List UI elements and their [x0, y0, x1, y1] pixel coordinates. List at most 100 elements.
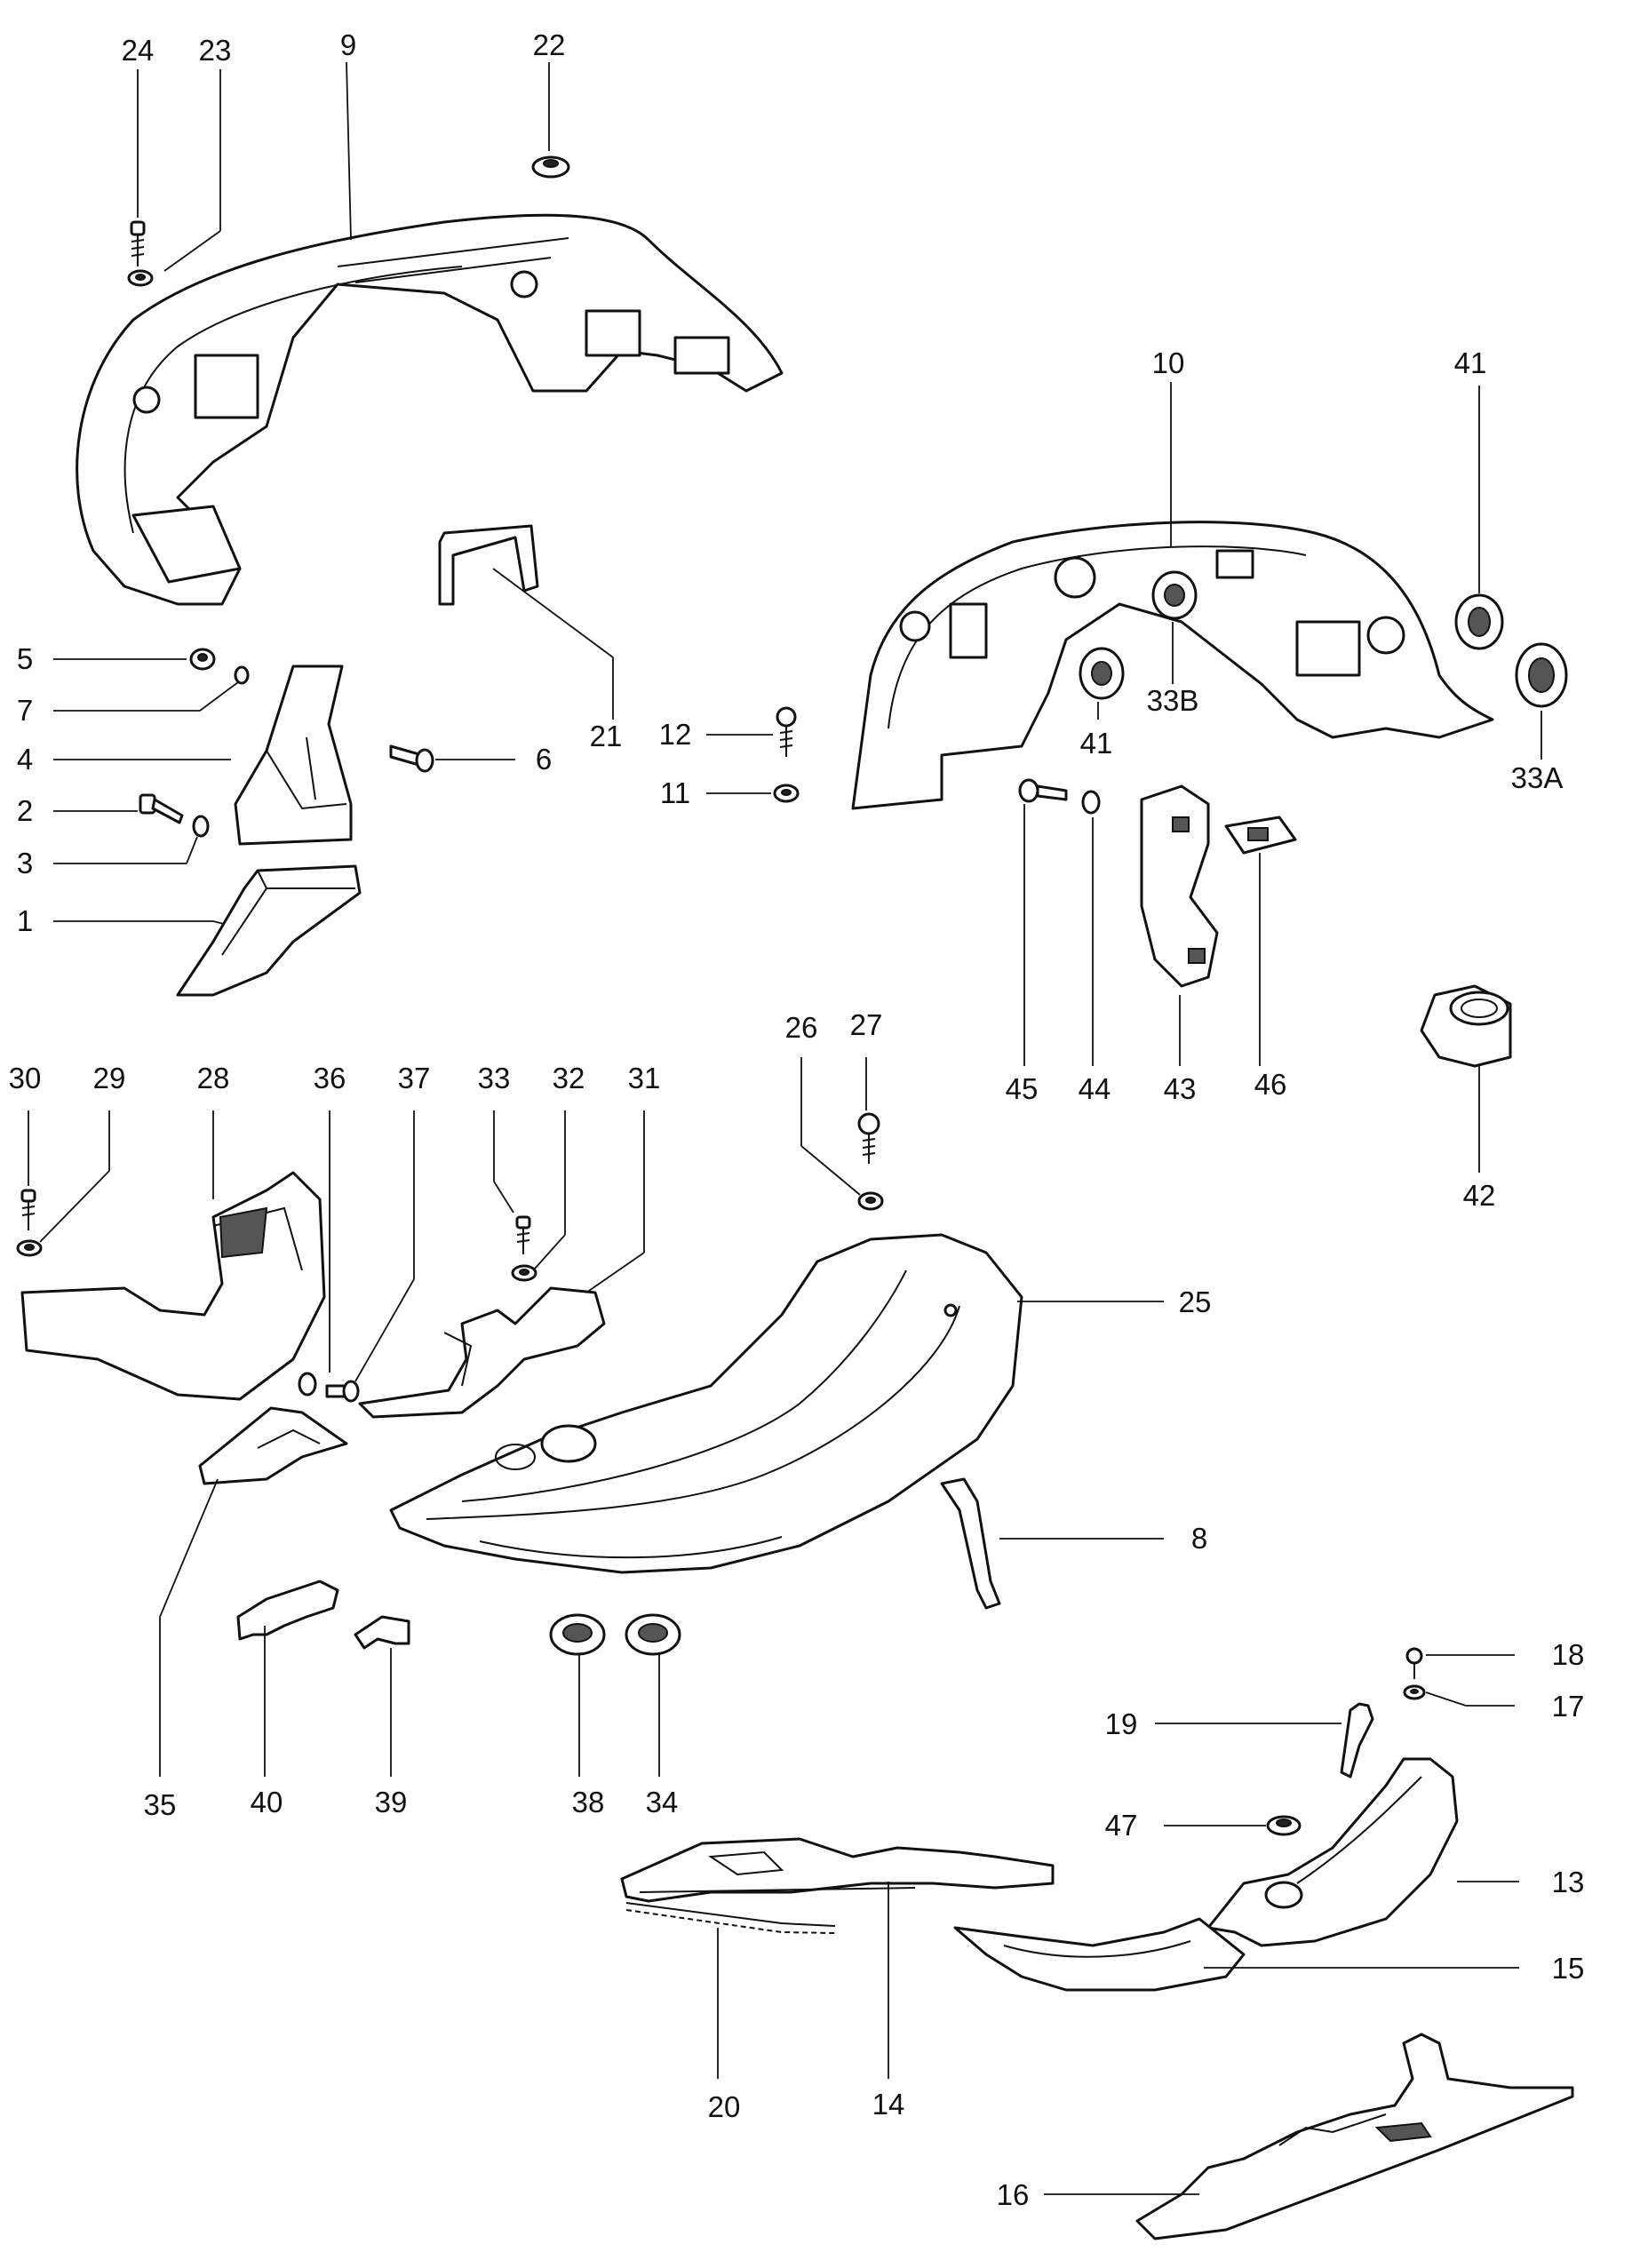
part-18-screw [1405, 1647, 1423, 1679]
callout-19: 19 [1105, 1707, 1138, 1740]
part-15-deflector [953, 1917, 1246, 1992]
part-21-hose [438, 524, 539, 606]
part-24-screw [130, 220, 146, 267]
part-22-grommet [531, 155, 570, 179]
part-23-washer [127, 269, 154, 287]
part-19-seal-strip [1340, 1702, 1374, 1779]
callout-7: 7 [17, 694, 33, 727]
callout-14: 14 [872, 2088, 905, 2121]
part-26-washer [857, 1191, 884, 1211]
callout-41-top: 41 [1454, 346, 1487, 379]
part-41-seal-lower [1079, 647, 1125, 700]
callout-23: 23 [199, 34, 232, 67]
part-30-screw [20, 1189, 36, 1230]
callout-8: 8 [1191, 1522, 1207, 1555]
part-39-seal [354, 1615, 410, 1650]
callout-10: 10 [1152, 346, 1185, 379]
part-3-washer [192, 815, 210, 838]
part-16-bottom-plate [1135, 2033, 1574, 2240]
callout-3: 3 [17, 847, 33, 879]
callout-43: 43 [1164, 1072, 1197, 1105]
part-17-washer [1403, 1684, 1426, 1700]
part-33-screw [515, 1215, 531, 1254]
callout-33: 33 [478, 1062, 511, 1094]
callout-1: 1 [17, 904, 33, 937]
part-33A-seal [1515, 642, 1568, 708]
part-14-flat-plate [620, 1837, 1055, 1903]
part-4-bracket [234, 664, 353, 846]
callout-17: 17 [1552, 1690, 1585, 1723]
part-2-bolt [139, 793, 184, 824]
part-5-nut [189, 648, 216, 671]
callout-29: 29 [93, 1062, 126, 1094]
leader-lines [28, 61, 1542, 2195]
callout-36: 36 [314, 1062, 346, 1094]
callout-47: 47 [1105, 1809, 1138, 1842]
callout-24: 24 [122, 34, 155, 67]
part-36-washer [298, 1372, 317, 1397]
callout-15: 15 [1552, 1952, 1585, 1985]
callout-38: 38 [572, 1786, 605, 1818]
part-40-clamp-bracket [236, 1580, 339, 1641]
part-20-gasket-strip [625, 1902, 836, 1934]
part-31-deflector-plate [358, 1286, 606, 1419]
callout-26: 26 [785, 1011, 818, 1044]
callout-39: 39 [375, 1786, 408, 1818]
callout-20: 20 [708, 2090, 741, 2123]
part-32-washer [511, 1264, 537, 1282]
callout-30: 30 [9, 1062, 42, 1094]
part-27-screw [857, 1112, 880, 1164]
callout-11: 11 [660, 776, 690, 809]
part-11-washer [773, 784, 800, 803]
callout-9: 9 [340, 28, 356, 61]
part-42-thermostat-housing [1420, 984, 1512, 1068]
part-9-cylinder-cover-left [76, 213, 784, 606]
callout-25: 25 [1179, 1285, 1212, 1318]
callout-16: 16 [997, 2178, 1030, 2211]
callout-13: 13 [1552, 1866, 1585, 1898]
callout-37: 37 [398, 1062, 431, 1094]
callout-42: 42 [1463, 1179, 1496, 1212]
part-45-bolt [1018, 778, 1068, 803]
part-43-bracket [1140, 784, 1219, 988]
part-10-cylinder-cover-right [851, 521, 1494, 810]
callout-12: 12 [659, 718, 692, 751]
callout-21: 21 [590, 720, 623, 752]
part-35-bracket [198, 1406, 348, 1485]
part-1-duct [176, 864, 362, 997]
part-29-washer [16, 1239, 43, 1257]
callout-35: 35 [144, 1788, 177, 1821]
callout-labels: 24 23 9 22 10 41 5 7 4 6 21 12 11 2 3 1 … [9, 28, 1585, 2211]
part-6-bolt [389, 744, 434, 773]
callout-40: 40 [251, 1786, 283, 1818]
callout-46: 46 [1254, 1068, 1287, 1101]
callout-31: 31 [628, 1062, 661, 1094]
callout-22: 22 [533, 28, 566, 61]
callout-32: 32 [553, 1062, 585, 1094]
callout-5: 5 [17, 642, 33, 675]
callout-28: 28 [197, 1062, 230, 1094]
callout-34: 34 [646, 1786, 679, 1818]
callout-6: 6 [536, 743, 552, 776]
callout-33A: 33A [1511, 761, 1564, 794]
callout-27: 27 [850, 1008, 883, 1041]
part-37-bolt [325, 1380, 360, 1403]
callout-18: 18 [1552, 1638, 1585, 1671]
part-13-heater-tube [1206, 1757, 1459, 1947]
callout-45: 45 [1006, 1072, 1039, 1105]
callout-4: 4 [17, 743, 33, 776]
callout-41-bottom: 41 [1080, 727, 1113, 760]
part-8-strap-bracket [940, 1477, 1001, 1610]
part-25-lower-cylinder-cover [389, 1233, 1023, 1574]
part-7-washer [234, 665, 250, 685]
callout-44: 44 [1079, 1072, 1111, 1105]
part-47-grommet [1266, 1815, 1302, 1836]
part-38-seal-ring [549, 1613, 606, 1656]
part-44-washer [1081, 790, 1101, 815]
part-28-lower-cover-left [20, 1171, 326, 1401]
part-46-gasket [1224, 816, 1297, 855]
part-12-screw [776, 706, 797, 757]
callout-2: 2 [17, 794, 33, 827]
part-33B-seal [1151, 570, 1198, 620]
